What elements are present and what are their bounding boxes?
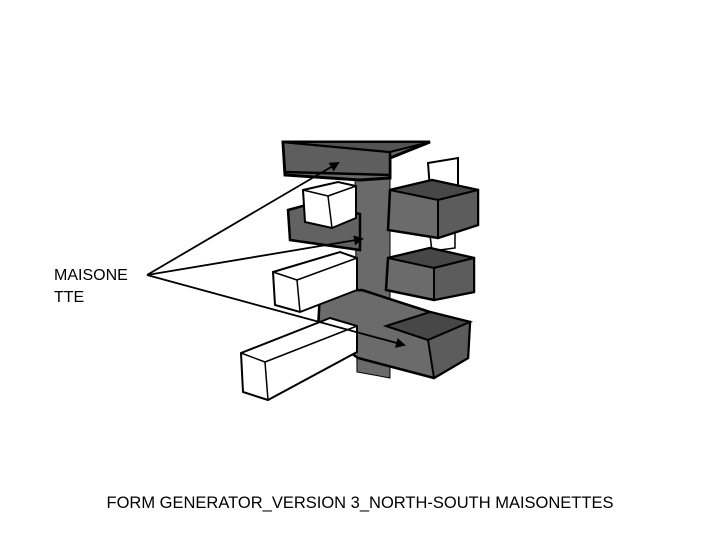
- arrows: [146, 161, 406, 348]
- arrow-to-lower-maisonette: [146, 274, 406, 348]
- diagram-caption: FORM GENERATOR_VERSION 3_NORTH-SOUTH MAI…: [106, 494, 614, 512]
- white-prism-middle: [271, 250, 358, 314]
- arrow-to-middle-maisonette: [146, 235, 364, 276]
- white-prism-upper: [301, 180, 357, 230]
- dark-slab-lower: [316, 288, 474, 380]
- maisonette-label-line2: TTE: [54, 289, 85, 306]
- dark-box-right-middle: [384, 246, 476, 302]
- maisonette-label: MAISONE TTE: [54, 265, 128, 309]
- dark-slab-top: [281, 140, 431, 182]
- white-prism-lower: [239, 316, 358, 402]
- dark-box-right-upper: [386, 178, 480, 240]
- maisonette-label-line1: MAISONE: [54, 267, 128, 284]
- arrow-to-top-maisonette: [146, 161, 340, 276]
